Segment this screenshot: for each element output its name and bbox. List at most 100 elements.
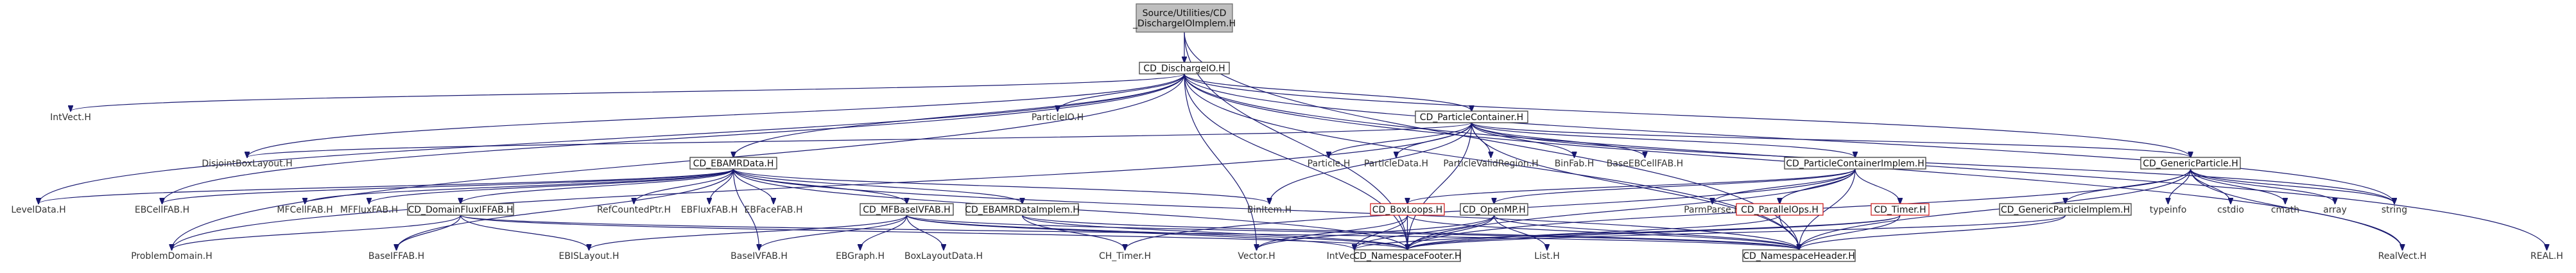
node-baseebcellfab[interactable]: BaseEBCellFAB.H <box>1605 157 1685 169</box>
node-particle[interactable]: Particle.H <box>1306 157 1351 169</box>
node-label: ParticleValidRegion.H <box>1443 159 1538 169</box>
node-problemdomain[interactable]: ProblemDomain.H <box>131 250 212 261</box>
node-refcounted[interactable]: RefCountedPtr.H <box>597 204 671 215</box>
edge-particlecontainer-to-baseebcellfab <box>1471 122 1645 157</box>
node-box <box>1736 203 1824 216</box>
edge-domainflux-to-ebislayout <box>460 215 589 250</box>
node-openmp[interactable]: CD_OpenMP.H <box>1460 203 1528 216</box>
node-label: typeinfo <box>2150 205 2187 215</box>
node-label: Source/Utilities/CD <box>1143 8 1227 19</box>
node-dischargeio[interactable]: CD_DischargeIO.H <box>1139 62 1230 75</box>
edge-dischargeio-to-nsheader <box>1184 73 1799 250</box>
node-pcimplem[interactable]: CD_ParticleContainerImplem.H <box>1784 157 1926 170</box>
node-box <box>2140 157 2241 170</box>
node-binitem[interactable]: BinItem.H <box>1245 204 1293 215</box>
node-typeinfo[interactable]: typeinfo <box>2147 204 2189 215</box>
edge-openmp-to-nsfooter <box>1408 215 1495 250</box>
node-box <box>1415 110 1528 123</box>
node-label: EBFaceFAB.H <box>744 205 802 215</box>
node-label: Particle.H <box>1308 159 1351 169</box>
node-label: array <box>2323 205 2347 215</box>
node-parallelops[interactable]: CD_ParallelOps.H <box>1736 203 1824 216</box>
edge-particlecontainer-to-string <box>1471 122 2395 204</box>
node-label: CD_NamespaceFooter.H <box>1353 251 1461 261</box>
edge-genericparticle-to-realvect <box>2190 168 2403 250</box>
node-label: RealVect.H <box>2378 251 2426 261</box>
node-label: CD_GenericParticle.H <box>2143 159 2238 169</box>
node-label: ParmParse.H <box>1684 205 1741 215</box>
edge-boxloops-to-nsheader <box>1406 215 1799 250</box>
node-chtimer[interactable]: CH_Timer.H <box>1098 250 1152 261</box>
node-genericparticle[interactable]: CD_GenericParticle.H <box>2140 157 2241 170</box>
node-nsfooter[interactable]: CD_NamespaceFooter.H <box>1353 249 1462 262</box>
node-particlevalid[interactable]: ParticleValidRegion.H <box>1441 157 1541 169</box>
edge-genericparticle-to-nsheader <box>1799 168 2191 250</box>
edge-domainflux-to-problemdomain <box>172 215 462 250</box>
node-label: RefCountedPtr.H <box>597 205 671 215</box>
node-cstdio[interactable]: cstdio <box>2215 204 2247 215</box>
node-label: CD_DischargeIO.H <box>1143 64 1225 74</box>
node-label: MFCellFAB.H <box>277 205 333 215</box>
edge-ebamrdata-to-ebfluxfab <box>709 168 734 204</box>
node-boxlayoutdata[interactable]: BoxLayoutData.H <box>904 250 983 261</box>
node-ebcellfab[interactable]: EBCellFAB.H <box>132 204 193 215</box>
node-vector[interactable]: Vector.H <box>1236 250 1277 261</box>
edge-pcimplem-to-cdtimer <box>1854 168 1900 204</box>
edge-gpimplem-to-nsheader <box>1799 215 2066 250</box>
node-mffluxfab[interactable]: MFFluxFAB.H <box>340 204 398 215</box>
node-string[interactable]: string <box>2375 204 2414 215</box>
node-ebfacefab[interactable]: EBFaceFAB.H <box>744 204 802 215</box>
node-ebamrdata[interactable]: CD_EBAMRData.H <box>689 157 777 170</box>
node-label: cstdio <box>2217 205 2244 215</box>
node-ebamrdataimplem[interactable]: CD_EBAMRDataImplem.H <box>965 203 1080 216</box>
edge-particlecontainer-to-genericparticle <box>1471 122 2191 157</box>
node-parmparse[interactable]: ParmParse.H <box>1684 204 1741 215</box>
node-mfcellfab[interactable]: MFCellFAB.H <box>276 204 334 215</box>
edge-mfbaseivfab-to-ebislayout <box>589 215 908 250</box>
node-mfbaseivfab[interactable]: CD_MFBaseIVFAB.H <box>860 203 954 216</box>
node-binfab[interactable]: BinFab.H <box>1553 157 1595 169</box>
node-label: EBISLayout.H <box>558 251 619 261</box>
node-particlecontainer[interactable]: CD_ParticleContainer.H <box>1415 110 1528 123</box>
node-cmath[interactable]: cmath <box>2269 204 2301 215</box>
node-particleio[interactable]: ParticleIO.H <box>1027 111 1088 123</box>
edge-particlecontainer-to-problemdomain <box>172 122 1473 250</box>
edge-ebamrdata-to-domainflux <box>461 168 734 204</box>
node-nsheader[interactable]: CD_NamespaceHeader.H <box>1742 249 1856 262</box>
edge-particlecontainer-to-nsfooter <box>1408 122 1473 250</box>
node-intvect[interactable]: IntVect.H <box>48 111 93 123</box>
node-box <box>1871 203 1930 216</box>
node-boxloops[interactable]: CD_BoxLoops.H <box>1370 203 1445 216</box>
node-disjoint[interactable]: DisjointBoxLayout.H <box>202 157 292 169</box>
node-gpimplem[interactable]: CD_GenericParticleImplem.H <box>1999 203 2132 216</box>
node-cdtimer[interactable]: CD_Timer.H <box>1871 203 1930 216</box>
edge-ebamrdata-to-baseivfab <box>732 168 759 250</box>
edge-ebamrdata-to-mfcellfab <box>305 168 734 204</box>
edge-ebamrdata-to-refcounted <box>634 168 734 204</box>
node-real[interactable]: REAL.H <box>2526 250 2568 261</box>
edge-dischargeio-to-nsfooter <box>1184 73 1408 250</box>
edge-pcimplem-to-nsfooter <box>1408 168 1856 250</box>
node-baseivfab[interactable]: BaseIVFAB.H <box>730 250 788 261</box>
node-label: BaseEBCellFAB.H <box>1607 159 1683 169</box>
edge-parallelops-to-nsfooter <box>1408 215 1781 250</box>
edge-pcimplem-to-openmp <box>1494 168 1856 204</box>
node-list[interactable]: List.H <box>1531 250 1563 261</box>
edge-ebamrdata-to-binitem <box>732 168 1270 204</box>
node-ebislayout[interactable]: EBISLayout.H <box>558 250 619 261</box>
edge-ebamrdata-to-ebfacefab <box>732 168 774 204</box>
node-label: MFFluxFAB.H <box>340 205 398 215</box>
node-ebgraph[interactable]: EBGraph.H <box>834 250 886 261</box>
node-array[interactable]: array <box>2321 204 2349 215</box>
node-particledata[interactable]: ParticleData.H <box>1364 157 1428 169</box>
node-baseiffab[interactable]: BaseIFFAB.H <box>368 250 424 261</box>
node-leveldata[interactable]: LevelData.H <box>10 204 67 215</box>
edge-mfbaseivfab-to-ebgraph <box>860 215 908 250</box>
node-domainflux[interactable]: CD_DomainFluxIFFAB.H <box>407 203 514 216</box>
node-realvect[interactable]: RealVect.H <box>2378 250 2426 261</box>
node-label: CD_ParticleContainer.H <box>1420 112 1523 123</box>
edge-dischargeio-to-intvect <box>71 73 1185 111</box>
node-label: _DischargeIOImplem.H <box>1132 19 1236 29</box>
node-root[interactable]: Source/Utilities/CD_DischargeIOImplem.H <box>1132 3 1236 33</box>
node-ebfluxfab[interactable]: EBFluxFAB.H <box>680 204 738 215</box>
